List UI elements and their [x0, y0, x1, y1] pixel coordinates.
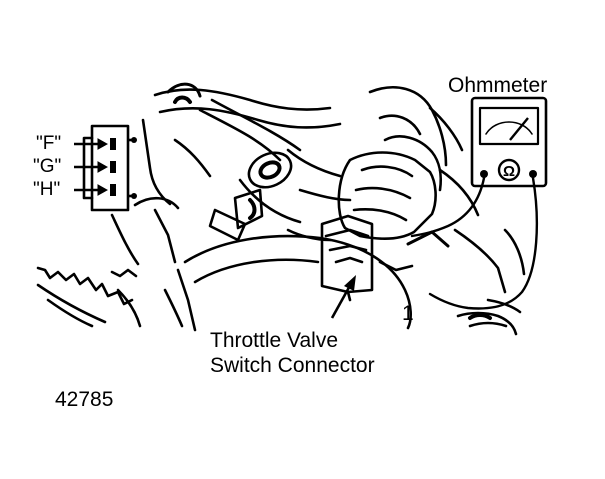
ohmmeter-terminal-right: [529, 170, 537, 178]
ohmmeter-needle: [509, 117, 529, 141]
ohmmeter-symbol: Ω: [503, 163, 515, 180]
terminal-label-g: "G": [33, 156, 61, 177]
terminal-pin-f: [110, 138, 116, 150]
figure-number: 42785: [55, 388, 113, 411]
callout-number: 1: [402, 302, 414, 325]
terminal-label-f: "F": [36, 133, 61, 154]
connector-leader: [330, 275, 356, 319]
terminal-inset: "F" "G" "H": [33, 124, 137, 212]
terminal-pin-h: [110, 184, 116, 196]
ohmmeter-terminal-left: [480, 170, 488, 178]
ohmmeter: Ω: [470, 96, 548, 188]
terminal-pin-g: [110, 161, 116, 173]
connector-label-line1: Throttle Valve: [210, 329, 338, 352]
connector-label-line2: Switch Connector: [210, 354, 375, 377]
lead-wire-left: [410, 176, 486, 238]
ohmmeter-scale-arc: [485, 121, 533, 135]
ohmmeter-selector-knob: [497, 158, 521, 182]
lead-wire-right: [428, 176, 539, 310]
ohmmeter-label: Ohmmeter: [448, 74, 547, 97]
connector-assembly: [320, 151, 450, 302]
terminal-label-h: "H": [33, 179, 60, 200]
ohmmeter-body: [470, 96, 548, 188]
test-leads: [410, 176, 539, 310]
terminal-arrows: [74, 138, 109, 196]
ohmmeter-dial-window: [478, 106, 540, 146]
